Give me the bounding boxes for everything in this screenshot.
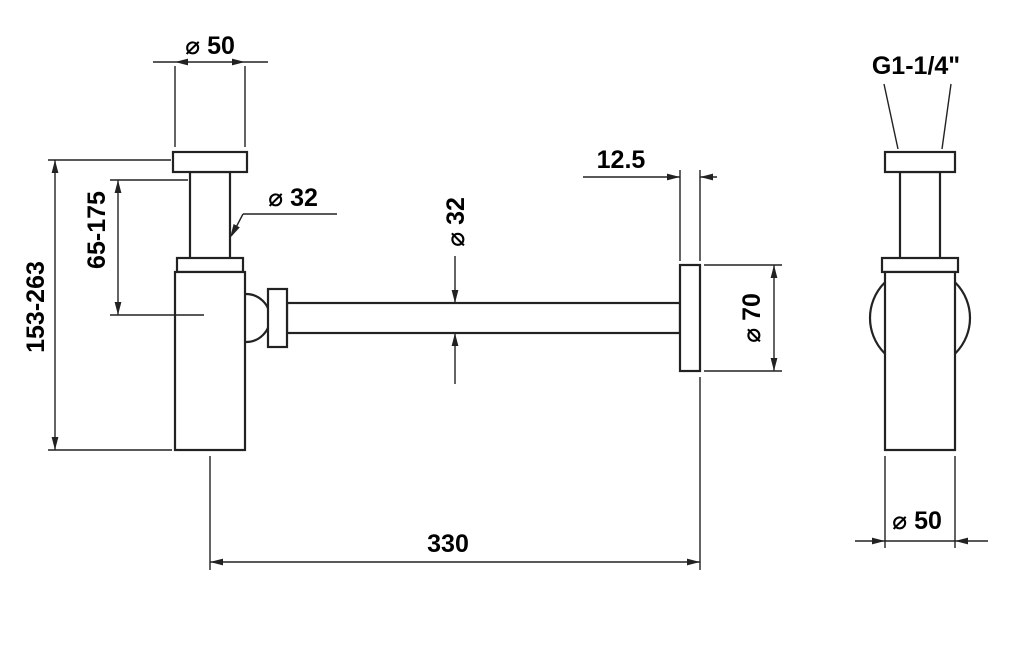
arrowhead (230, 224, 240, 238)
dim-inlet-diameter: ⌀ 32 (230, 184, 337, 238)
arrowhead (175, 58, 188, 66)
arrowhead (451, 333, 459, 346)
side-view (868, 150, 972, 452)
arrowhead (687, 558, 700, 566)
dim-wall-flange-diameter: ⌀ 70 (704, 264, 782, 372)
dim-thread: G1-1/4" (872, 52, 960, 150)
dim-label-height-adjust-range: 65-175 (83, 191, 111, 269)
dim-label-inlet-diameter: ⌀ 32 (268, 184, 318, 212)
outlet-tube-front (285, 301, 682, 335)
arrowhead (232, 58, 245, 66)
inlet-pipe-side (898, 170, 942, 262)
arrowhead (667, 173, 680, 181)
locking-nut-side (880, 256, 960, 274)
dim-label-top-flange-diameter: ⌀ 50 (185, 32, 235, 60)
arrowhead (770, 358, 778, 371)
arrowhead (114, 180, 122, 193)
arrowhead (700, 173, 713, 181)
dim-label-body-diameter: ⌀ 50 (892, 507, 942, 535)
top-flange-side (883, 150, 957, 174)
arrowhead (51, 437, 59, 450)
locking-nut-front (175, 256, 245, 274)
leader-line (941, 83, 952, 150)
leader-line (883, 83, 899, 150)
top-flange-front (171, 150, 249, 174)
arrowhead (770, 265, 778, 278)
dim-label-tube-length: 330 (427, 530, 469, 558)
dim-label-total-height-range: 153-263 (22, 261, 50, 353)
dim-label-tube-diameter: ⌀ 32 (442, 197, 470, 247)
dim-label-flange-offset: 12.5 (597, 146, 646, 174)
dim-tube-length: 330 (209, 377, 701, 570)
arrowhead (872, 537, 885, 545)
trap-body-side (883, 270, 957, 452)
dim-height-adjust-range: 65-175 (83, 179, 204, 316)
trap-body-front (173, 270, 247, 452)
dim-label-thread: G1-1/4" (872, 52, 960, 80)
dim-tube-diameter: ⌀ 32 (442, 197, 470, 384)
arrowhead (451, 290, 459, 303)
arrowhead (955, 537, 968, 545)
arrowhead (51, 160, 59, 173)
dim-body-diameter: ⌀ 50 (855, 456, 988, 548)
front-view (171, 150, 702, 452)
dim-total-height-range: 153-263 (22, 159, 172, 451)
dim-flange-offset: 12.5 (583, 146, 717, 261)
dim-label-wall-flange-diameter: ⌀ 70 (738, 293, 766, 343)
union-ring-front (266, 287, 289, 349)
inlet-pipe-front (188, 170, 232, 262)
wall-flange-front (678, 263, 702, 373)
arrowhead (114, 302, 122, 315)
dim-top-flange-diameter: ⌀ 50 (153, 32, 268, 147)
arrowhead (210, 558, 223, 566)
